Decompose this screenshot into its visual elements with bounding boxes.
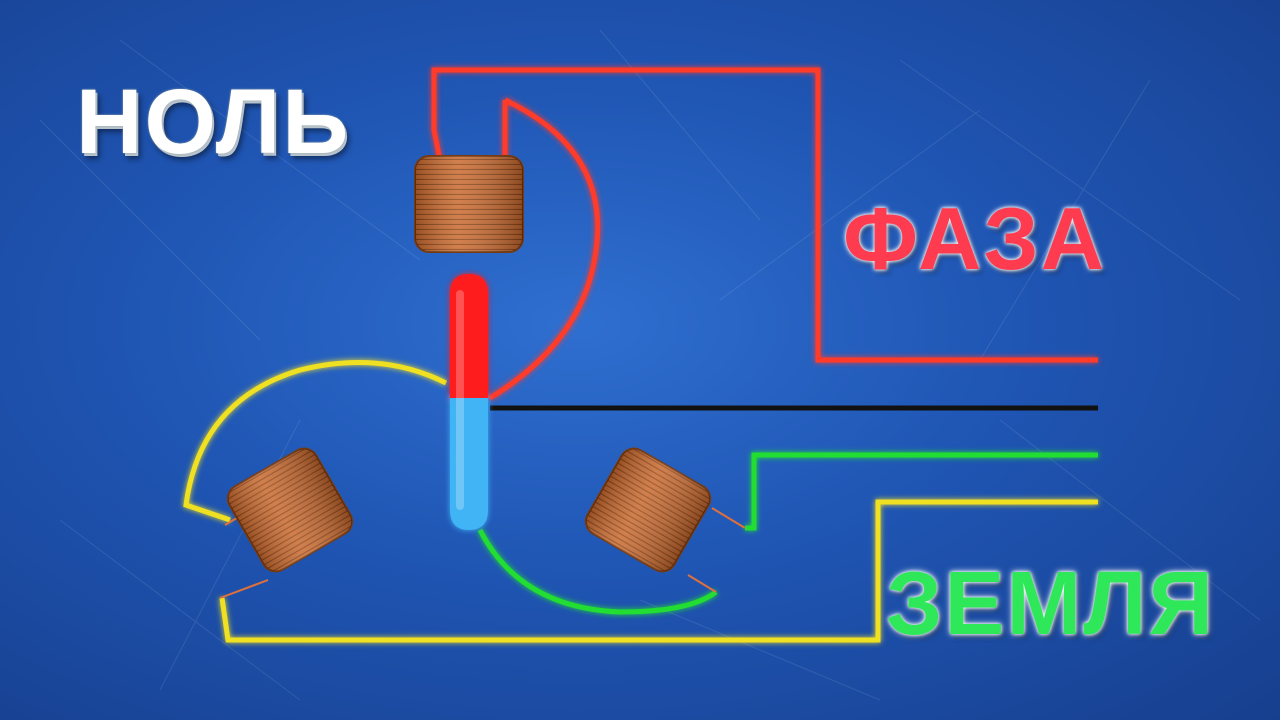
earth-label: ЗЕМЛЯ — [886, 554, 1216, 654]
right-coil — [584, 447, 712, 573]
earth-wire — [477, 452, 1098, 615]
neutral-label: НОЛЬ — [76, 71, 351, 173]
phase-label: ФАЗА — [843, 189, 1107, 288]
background-scratches — [39, 29, 1261, 701]
phase-wire — [431, 67, 1098, 401]
loop-wire — [183, 359, 1098, 643]
left-coil — [226, 447, 354, 573]
magnet-rotor — [450, 274, 488, 530]
top-coil — [414, 155, 524, 253]
